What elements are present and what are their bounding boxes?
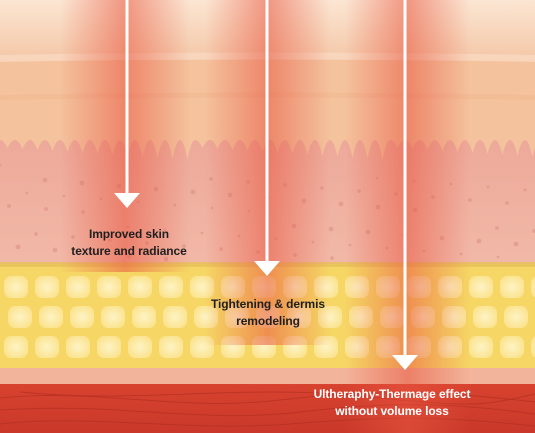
fat-cell (39, 306, 63, 328)
epidermis-effect-line1: Improved skin (88, 227, 170, 241)
fat-cell (500, 336, 524, 358)
fat-cell (66, 336, 90, 358)
fat-cell (101, 306, 125, 328)
fat-cell (159, 336, 183, 358)
fat-cell (531, 336, 535, 358)
fat-cell (97, 276, 121, 298)
dermis-effect-line1: Tightening & dermis (211, 297, 325, 311)
deep-effect-line2: without volume loss (335, 404, 449, 418)
fat-cell (128, 276, 152, 298)
fat-cell (132, 306, 156, 328)
fat-cell (473, 306, 497, 328)
fat-cell (8, 306, 32, 328)
fat-cell (35, 336, 59, 358)
fat-cell (97, 336, 121, 358)
epidermis-effect-label: Improved skin texture and radiance (34, 226, 224, 260)
deep-effect-label: Ultheraphy-Thermage effect without volum… (292, 386, 492, 420)
fat-cell (531, 276, 535, 298)
arrows (114, 0, 418, 370)
fat-cell (70, 306, 94, 328)
fat-cell (500, 276, 524, 298)
fat-cell (159, 276, 183, 298)
fat-cell (66, 276, 90, 298)
fat-cell (4, 276, 28, 298)
deep-effect-line1: Ultheraphy-Thermage effect (313, 387, 471, 401)
dermis-effect-line2: remodeling (236, 314, 300, 328)
fat-cell (128, 336, 152, 358)
fat-cell (469, 276, 493, 298)
dermis-arrow (254, 0, 280, 276)
fat-cell (504, 306, 528, 328)
fat-cell (163, 306, 187, 328)
epidermis-arrow (114, 0, 140, 208)
dermis-effect-label: Tightening & dermis remodeling (168, 296, 368, 330)
deep-arrow (392, 0, 418, 370)
fat-cell (35, 276, 59, 298)
fat-cell (4, 336, 28, 358)
epidermis-effect-line2: texture and radiance (71, 244, 187, 258)
fat-cell (469, 336, 493, 358)
